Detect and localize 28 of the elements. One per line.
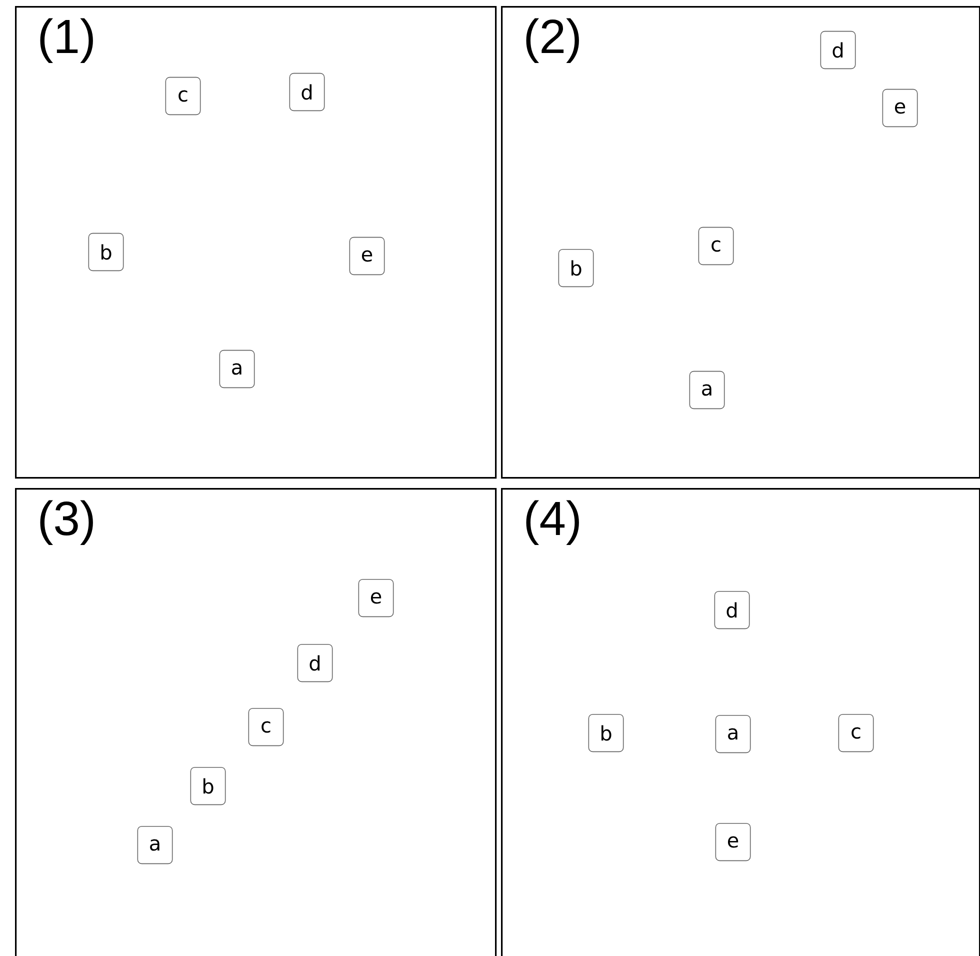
panel-frame (501, 6, 980, 479)
letter-box: d (714, 590, 750, 630)
letter-box: a (219, 350, 255, 388)
panel-frame (501, 488, 980, 956)
letter-box: a (689, 370, 725, 410)
letter-box: b (588, 714, 624, 752)
letter-box: a (137, 826, 173, 864)
panel-frame (15, 488, 497, 956)
letter-box: c (165, 76, 201, 116)
letter-box: d (297, 644, 333, 682)
panel-number: (2) (526, 18, 579, 63)
letter-box: b (190, 766, 226, 806)
letter-box: b (558, 248, 594, 288)
letter-box: c (838, 714, 874, 752)
panel-frame (15, 6, 497, 479)
letter-box: d (820, 30, 856, 70)
panel-number: (1) (40, 18, 93, 63)
panel-number: (4) (526, 500, 579, 545)
letter-box: e (358, 578, 394, 618)
letter-box: e (882, 88, 918, 128)
letter-box: c (698, 226, 734, 266)
letter-box: e (349, 236, 385, 276)
letter-box: c (248, 708, 284, 746)
panel-number: (3) (40, 500, 93, 545)
letter-box: b (88, 232, 124, 272)
letter-box: a (715, 714, 751, 754)
letter-box: d (289, 72, 325, 112)
letter-box: e (715, 822, 751, 862)
